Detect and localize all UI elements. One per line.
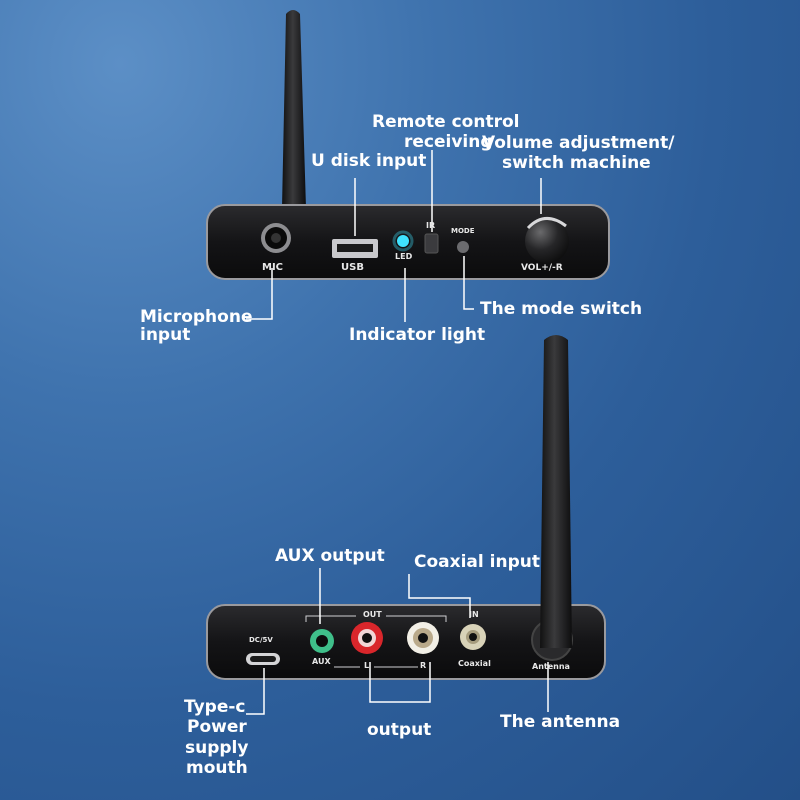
back-antenna (540, 335, 572, 648)
coaxial-line (408, 574, 471, 618)
led-light (397, 235, 409, 247)
aux-label: AUX (312, 657, 331, 666)
volume-knob (525, 219, 569, 263)
typec-callout-line3: supply (185, 738, 249, 758)
antenna-callout: The antenna (500, 712, 621, 732)
typec-callout-line2: Power (187, 717, 247, 737)
usb-port-label: USB (341, 262, 364, 273)
mic-line (246, 268, 273, 320)
ir-label: IR (426, 221, 436, 230)
right-label: R (420, 661, 427, 670)
coaxial-label: Coaxial (458, 659, 491, 668)
mode-label: MODE (451, 227, 475, 235)
ir-window (424, 233, 439, 254)
left-label: L (364, 661, 370, 670)
indicator-callout: Indicator light (349, 325, 486, 345)
antenna-label: Antenna (532, 662, 570, 671)
mode-line (463, 256, 474, 310)
mode-switch-callout: The mode switch (480, 299, 643, 319)
typec-callout-line4: mouth (186, 758, 248, 778)
out-label: OUT (363, 610, 382, 619)
dc-label: DC/5V (249, 636, 273, 644)
microphone-callout-line2: input (140, 325, 191, 345)
led-label: LED (395, 252, 413, 261)
typec-callout-line1: Type-c (184, 697, 246, 717)
front-antenna (282, 10, 306, 208)
microphone-callout-line1: Microphone (140, 307, 253, 327)
back-device-body (206, 604, 606, 680)
u-disk-callout: U disk input (311, 151, 427, 171)
coaxial-input-callout: Coaxial input (414, 552, 540, 572)
output-callout: output (367, 720, 432, 740)
output-line (369, 662, 431, 703)
remote-callout-line2: receiving (404, 132, 493, 152)
mic-jack-label: MIC (262, 262, 284, 273)
in-label: IN (469, 610, 479, 619)
volume-label: VOL+/-R (521, 263, 563, 273)
typec-line (246, 668, 265, 715)
volume-callout-line1: Volume adjustment/ (482, 133, 675, 153)
volume-callout-line2: switch machine (502, 153, 651, 173)
mode-button (457, 241, 469, 253)
aux-output-callout: AUX output (275, 546, 385, 566)
remote-callout-line1: Remote control (372, 112, 520, 132)
